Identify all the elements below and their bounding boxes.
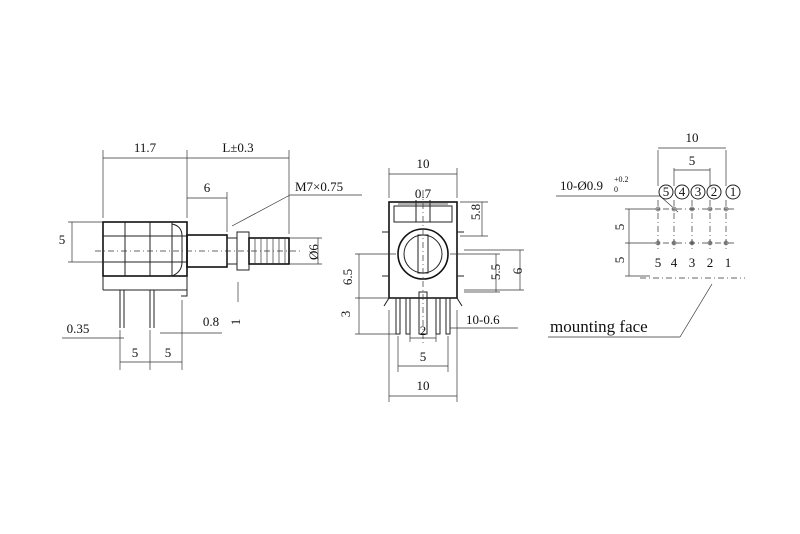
pcb-layout: 10 5 10-Ø0.9 +0.2 0 5 5 [548,130,745,338]
pcb-dimensions: 10 5 10-Ø0.9 +0.2 0 5 5 [556,130,727,277]
dim-2: 2 [420,323,427,338]
pin-label-1: 1 [725,255,732,270]
dim-thread: M7×0.75 [295,179,343,194]
pin-circled-2: 2 [711,184,718,199]
side-view-dimensions: 11.7 L±0.3 6 M7×0.75 5 Ø6 0.35 0.8 1 [59,140,362,370]
mounting-face-label: mounting face [550,317,648,336]
pin-label-4: 4 [671,255,678,270]
pcb-dim-row-a: 5 [612,224,627,231]
pin-circled-5: 5 [663,184,670,199]
dim-3: 3 [338,311,353,318]
pin-circled-1: 1 [730,184,737,199]
front-view-pins [383,190,463,345]
pcb-hole-tol-plus: +0.2 [614,175,629,184]
dim-pitch-a: 5 [132,345,139,360]
pcb-dim-total: 10 [686,130,699,145]
dim-5-8: 5.8 [468,204,483,220]
dim-width-top: 10 [417,156,430,171]
side-view-pins [119,290,188,328]
dim-6: 6 [510,267,525,274]
pcb-pin-numbers-circled: 5 4 3 2 1 [658,184,741,200]
pin-label-3: 3 [689,255,696,270]
side-view: 11.7 L±0.3 6 M7×0.75 5 Ø6 0.35 0.8 1 [59,140,362,370]
pcb-pin-numbers: 5 4 3 2 1 [655,255,732,270]
pcb-holes [650,200,736,252]
dim-width-bottom: 10 [417,378,430,393]
side-view-shaft [95,231,300,271]
dim-6-5: 6.5 [340,269,355,285]
dim-pitch-b: 5 [165,345,172,360]
pcb-hole-spec: 10-Ø0.9 [560,178,603,193]
pin-label-5: 5 [655,255,662,270]
dim-5-5: 5.5 [488,264,503,280]
mounting-face: mounting face [548,277,745,338]
dim-width: 11.7 [134,140,157,155]
dim-slot: 0.7 [415,186,432,201]
dim-5: 5 [420,349,427,364]
front-view: 10 0.7 5.8 6.5 5.5 6 3 2 [338,156,525,402]
dim-pin-thickness: 0.35 [67,321,90,336]
front-view-dimensions: 10 0.7 5.8 6.5 5.5 6 3 2 [338,156,525,402]
pcb-dim-row-b: 5 [612,257,627,264]
pin-circled-4: 4 [679,184,686,199]
dim-shaft-flat: 6 [204,180,211,195]
pcb-dim-pitch: 5 [689,153,696,168]
dim-height: 5 [59,232,66,247]
dim-shaft-length: L±0.3 [222,140,253,155]
pin-label-2: 2 [707,255,714,270]
dim-pins: 10-0.6 [466,312,500,327]
pin-circled-3: 3 [695,184,702,199]
pcb-hole-tol-minus: 0 [614,185,618,194]
dim-shaft-dia: Ø6 [306,244,321,260]
dim-offset: 0.8 [203,314,219,329]
dim-lead: 1 [228,319,243,326]
side-view-body [102,221,188,291]
